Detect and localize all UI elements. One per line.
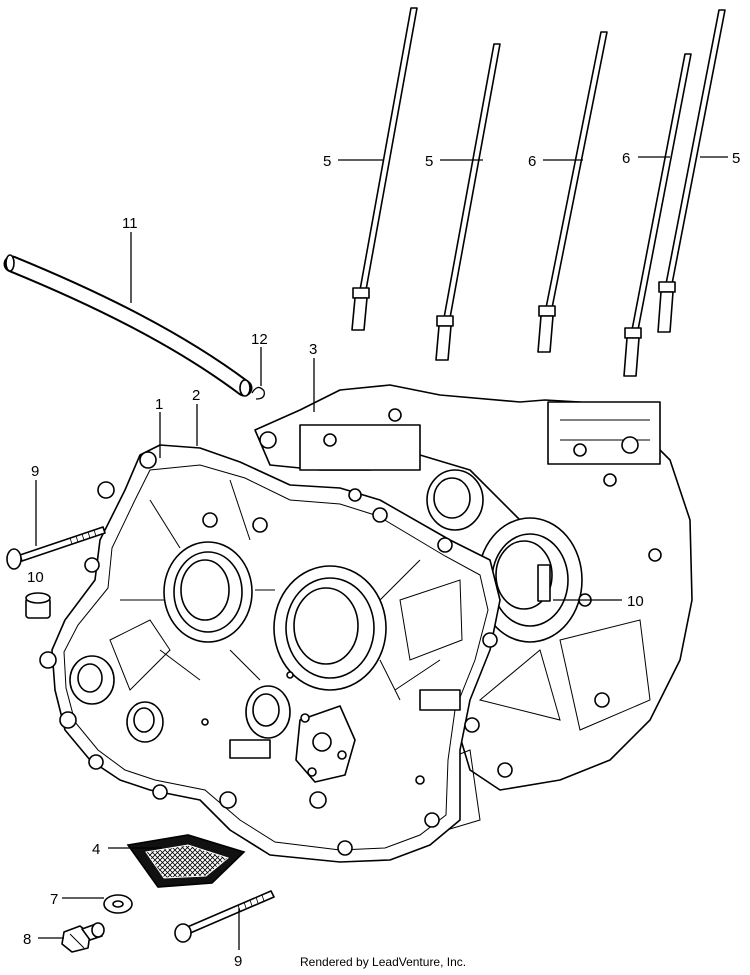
callout-10-right: 10 bbox=[627, 593, 644, 610]
callout-labels: 5 5 6 6 5 11 12 3 1 2 9 10 10 4 7 8 9 bbox=[23, 150, 740, 970]
dowel-pin-left bbox=[25, 592, 51, 619]
stud-bolt-d bbox=[623, 53, 692, 377]
washer bbox=[103, 894, 133, 914]
leader-lines bbox=[35, 156, 728, 950]
callout-6-a: 6 bbox=[528, 153, 536, 170]
callout-3: 3 bbox=[309, 341, 317, 358]
callout-7: 7 bbox=[50, 891, 58, 908]
oil-strainer-screen bbox=[126, 834, 246, 888]
callout-12: 12 bbox=[251, 331, 268, 348]
crankcase-right-half bbox=[254, 384, 693, 836]
rendered-by-credit: Rendered by LeadVenture, Inc. bbox=[300, 955, 467, 969]
stud-bolt-b bbox=[435, 43, 501, 361]
callout-5-c: 5 bbox=[732, 150, 740, 167]
callout-6-b: 6 bbox=[622, 150, 630, 167]
callout-5-a: 5 bbox=[323, 153, 331, 170]
drain-bolt bbox=[61, 922, 105, 953]
callout-2: 2 bbox=[192, 387, 200, 404]
callout-9-left: 9 bbox=[31, 463, 39, 480]
breather-tube bbox=[3, 254, 253, 397]
tube-clip bbox=[251, 386, 265, 400]
bolt-bottom bbox=[174, 890, 275, 943]
callout-10-left: 10 bbox=[27, 569, 44, 586]
callout-4: 4 bbox=[92, 841, 100, 858]
callout-9-bottom: 9 bbox=[234, 953, 242, 970]
stud-bolt-c bbox=[537, 31, 608, 353]
callout-5-b: 5 bbox=[425, 153, 433, 170]
crankcase-left-half bbox=[39, 444, 501, 863]
stud-bolt-a bbox=[351, 7, 418, 331]
bolt-left bbox=[6, 526, 106, 570]
callout-11: 11 bbox=[122, 215, 138, 232]
callout-1: 1 bbox=[155, 396, 163, 413]
stud-bolt-e bbox=[657, 9, 726, 333]
callout-8: 8 bbox=[23, 931, 31, 948]
